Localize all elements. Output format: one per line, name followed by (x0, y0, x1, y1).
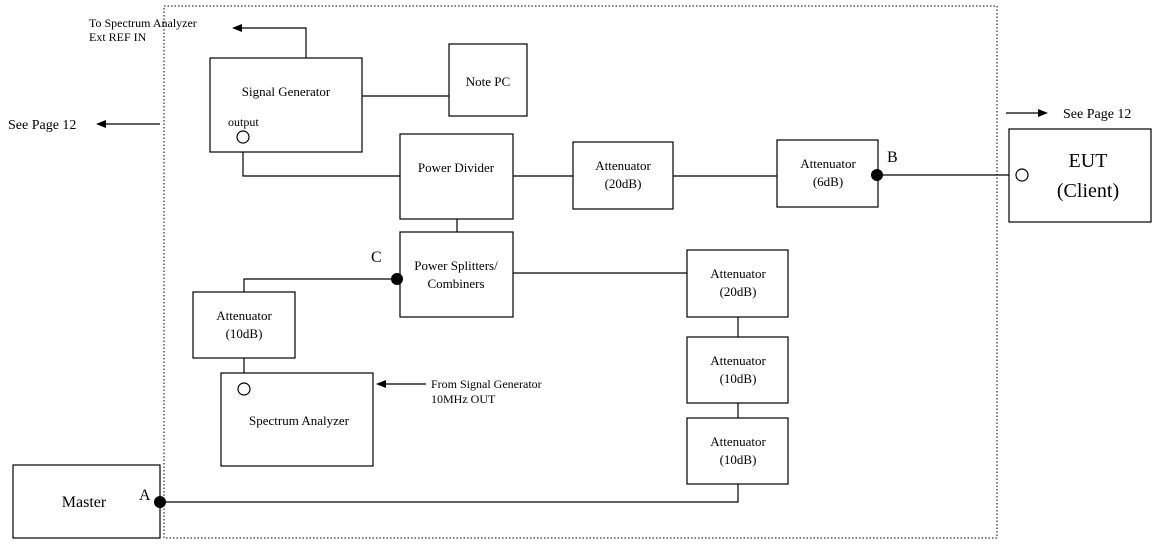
output-port-label: output (228, 115, 259, 129)
sg-output-line (242, 143, 400, 177)
master-label: Master (62, 494, 107, 511)
att-top-2-line2: (6dB) (813, 174, 843, 189)
junction-b-dot (871, 169, 883, 181)
att-top-1-line2: (20dB) (605, 176, 642, 191)
attenuator-chain-1-block: Attenuator (20dB) (686, 249, 789, 318)
ext-ref-note-line2: Ext REF IN (89, 30, 147, 44)
att-left-line1: Attenuator (216, 308, 272, 323)
power-splitters-block: Power Splitters/ Combiners (399, 231, 514, 318)
splitter-label-line1: Power Splitters/ (414, 258, 498, 273)
spectrum-analyzer-port (237, 382, 251, 396)
note-pc-label: Note PC (466, 74, 510, 89)
power-divider-block: Power Divider (399, 133, 514, 220)
att-chain-1-line1: Attenuator (710, 266, 766, 281)
att-top-2-line1: Attenuator (800, 156, 856, 171)
att-chain-3-line2: (10dB) (720, 452, 757, 467)
see-page-left-label: See Page 12 (8, 118, 76, 133)
attenuator-20db-top-block: Attenuator (20dB) (572, 141, 674, 210)
att-chain-3-line1: Attenuator (710, 434, 766, 449)
eut-port (1015, 168, 1029, 182)
from-sg-note-line2: 10MHz OUT (431, 392, 496, 406)
attenuator-chain-2-block: Attenuator (10dB) (686, 336, 789, 404)
eut-label-line1: EUT (1069, 150, 1108, 172)
spectrum-analyzer-label: Spectrum Analyzer (249, 413, 350, 428)
chain-master-line (160, 484, 739, 503)
from-sg-note-line1: From Signal Generator (431, 377, 542, 391)
splitter-label-line2: Combiners (427, 276, 484, 291)
note-pc-block: Note PC (448, 43, 528, 117)
power-divider-label: Power Divider (418, 160, 495, 175)
spectrum-analyzer-block: Spectrum Analyzer (220, 372, 374, 467)
ref-10mhz-arrowhead (376, 380, 386, 388)
attenuator-6db-block: Attenuator (6dB) (776, 139, 879, 208)
point-b-label: B (887, 149, 898, 166)
output-port (236, 130, 250, 144)
attenuator-10db-left-block: Attenuator (10dB) (192, 291, 296, 359)
junction-c-dot (391, 273, 403, 285)
att-chain-1-line2: (20dB) (720, 284, 757, 299)
att-top-1-line1: Attenuator (595, 158, 651, 173)
ext-ref-line (240, 27, 307, 58)
master-block: Master (12, 464, 161, 539)
ext-ref-arrowhead (232, 24, 242, 32)
point-c-label: C (371, 249, 382, 266)
see-page-right-arrowhead (1038, 109, 1048, 117)
point-a-label: A (139, 487, 151, 504)
see-page-left-arrowhead (96, 120, 106, 128)
junction-a-dot (154, 496, 166, 508)
att-left-line2: (10dB) (226, 326, 263, 341)
att-chain-2-line1: Attenuator (710, 353, 766, 368)
eut-block: EUT (Client) (1008, 128, 1152, 223)
attenuator-chain-3-block: Attenuator (10dB) (686, 417, 789, 485)
att-chain-2-line2: (10dB) (720, 371, 757, 386)
signal-generator-label: Signal Generator (242, 84, 331, 99)
splitter-att10-line (243, 278, 400, 292)
eut-label-line2: (Client) (1057, 180, 1119, 202)
signal-generator-block: Signal Generator output (209, 57, 363, 153)
see-page-right-label: See Page 12 (1063, 107, 1131, 122)
test-enclosure-frame (163, 5, 998, 539)
ext-ref-note-line1: To Spectrum Analyzer (89, 16, 197, 30)
